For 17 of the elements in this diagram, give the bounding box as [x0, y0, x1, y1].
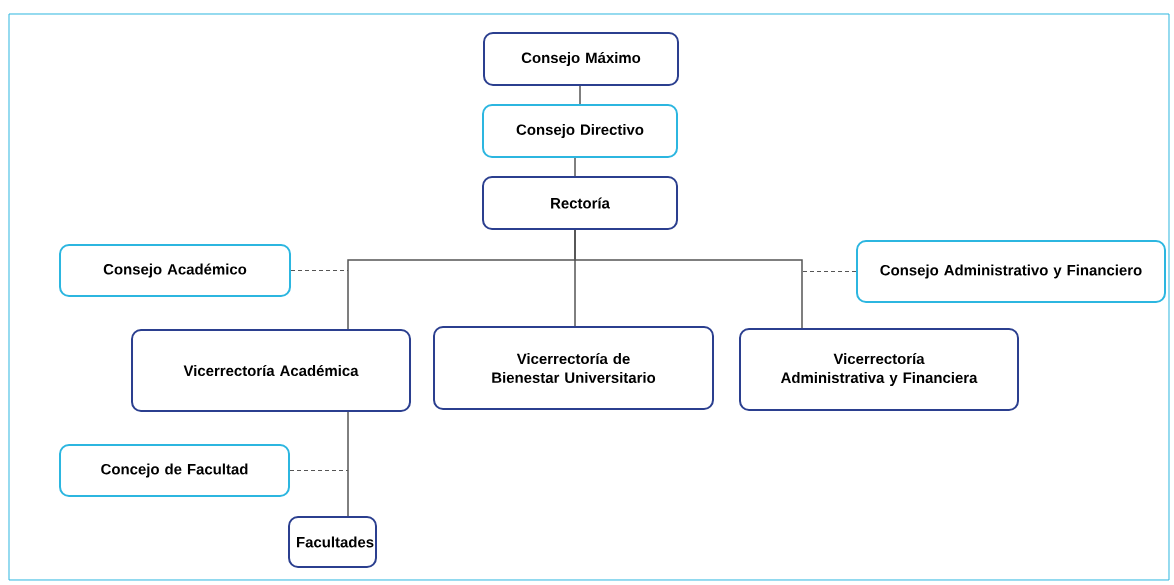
connector-line [289, 469, 349, 472]
connector-line [574, 229, 803, 329]
unit-box: Rectoría [482, 176, 678, 230]
unit-box: Vicerrectoría Académica [131, 329, 411, 412]
council-box: Consejo Académico [59, 244, 291, 297]
connector-line [347, 411, 349, 517]
unit-box: Consejo Máximo [483, 32, 679, 86]
connector-line [290, 269, 349, 272]
council-box: Concejo de Facultad [59, 444, 290, 497]
connector-line [579, 85, 581, 105]
connector-line [801, 270, 857, 273]
council-box: Consejo Directivo [482, 104, 678, 158]
council-box: Consejo Administrativo y Financiero [856, 240, 1166, 303]
connector-line [574, 157, 576, 177]
unit-box: Vicerrectoría de Bienestar Universitario [433, 326, 714, 410]
unit-box: Facultades [288, 516, 377, 568]
unit-box: Vicerrectoría Administrativa y Financiera [739, 328, 1019, 411]
